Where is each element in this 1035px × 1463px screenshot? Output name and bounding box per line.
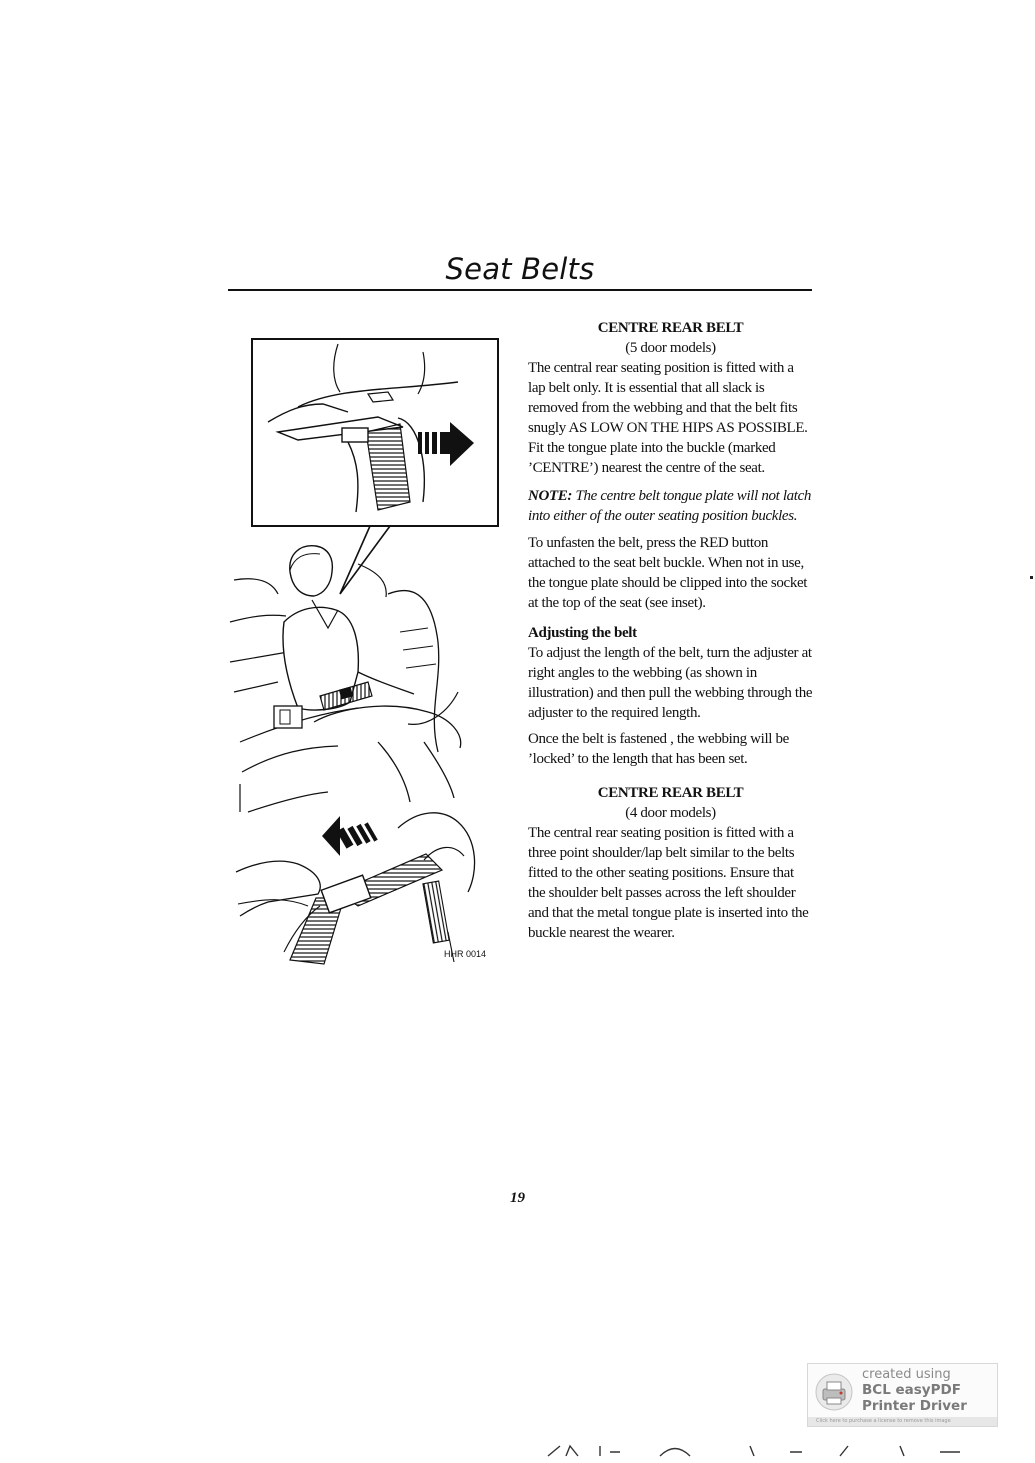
section-heading-centre-5door: CENTRE REAR BELT (597, 320, 744, 336)
section-subheading-4door: (4 door models) (625, 805, 716, 821)
page-title: Seat Belts (445, 252, 595, 286)
note-paragraph: NOTE: The centre belt tongue plate will … (528, 486, 813, 526)
badge-line-product: BCL easyPDF (862, 1382, 961, 1398)
unfasten-paragraph: To unfasten the belt, press the RED butt… (528, 535, 808, 611)
note-text: The centre belt tongue plate will not la… (528, 488, 812, 524)
arrow-left-icon (322, 816, 378, 856)
arrow-right-icon (418, 422, 474, 466)
centre-5door-paragraph: The central rear seating position is fit… (528, 360, 808, 476)
belt-adjuster-scene: HHR 0014 (235, 812, 486, 965)
section-subheading-5door: (5 door models) (625, 340, 716, 356)
margin-mark (1030, 576, 1033, 579)
adjusting-paragraph: To adjust the length of the belt, turn t… (528, 645, 813, 721)
locked-paragraph: Once the belt is fastened , the webbing … (528, 731, 789, 767)
seat-belt-illustration: HHR 0014 (228, 332, 503, 974)
badge-line-created: created using (862, 1367, 951, 1382)
badge-line-driver: Printer Driver (862, 1398, 967, 1414)
figure-reference-code: HHR 0014 (444, 949, 486, 959)
centre-4door-paragraph: The central rear seating position is fit… (528, 825, 809, 941)
page-number: 19 (510, 1190, 525, 1206)
scan-artifact-marks (547, 1444, 960, 1457)
section-heading-centre-4door: CENTRE REAR BELT (597, 785, 744, 801)
note-label: NOTE: (528, 488, 573, 504)
body-text-column: CENTRE REAR BELT (5 door models) The cen… (528, 318, 813, 943)
seated-passenger-scene (229, 545, 462, 813)
inset-socket-detail (251, 338, 499, 527)
title-divider (228, 289, 812, 291)
printer-icon (814, 1372, 854, 1417)
section-heading-adjusting: Adjusting the belt (528, 625, 637, 641)
badge-purchase-link[interactable]: Click here to purchase a license to remo… (808, 1417, 997, 1426)
pdf-creator-badge[interactable]: created using BCL easyPDF Printer Driver… (807, 1363, 998, 1427)
